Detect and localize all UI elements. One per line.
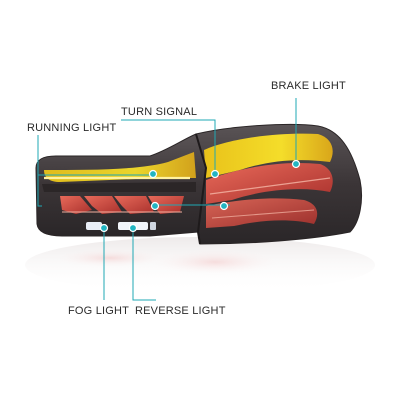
running-light-label: RUNNING LIGHT	[27, 122, 117, 134]
running-light-leader	[37, 135, 42, 207]
reverse-light-label: REVERSE LIGHT	[135, 305, 226, 317]
outer-lamp	[195, 123, 363, 245]
fog-light-label: FOG LIGHT	[68, 305, 130, 317]
inner-brake-dot	[150, 201, 160, 211]
callout-lines	[37, 98, 297, 301]
running-light-dot	[148, 169, 158, 179]
turn-signal-leader	[121, 119, 216, 172]
inner-lamp	[35, 133, 207, 237]
outer-brake-dot	[219, 201, 229, 211]
floor-reflection	[25, 237, 375, 293]
fog-light-dot	[99, 223, 109, 233]
reverse-light-dot	[128, 223, 138, 233]
brake-light-dot	[291, 159, 301, 169]
turn-signal-label: TURN SIGNAL	[121, 106, 198, 118]
turn-signal-dot	[210, 169, 220, 179]
brake-light-label: BRAKE LIGHT	[271, 80, 346, 92]
callout-dots	[99, 159, 301, 233]
reverse-light-leader	[132, 229, 156, 301]
